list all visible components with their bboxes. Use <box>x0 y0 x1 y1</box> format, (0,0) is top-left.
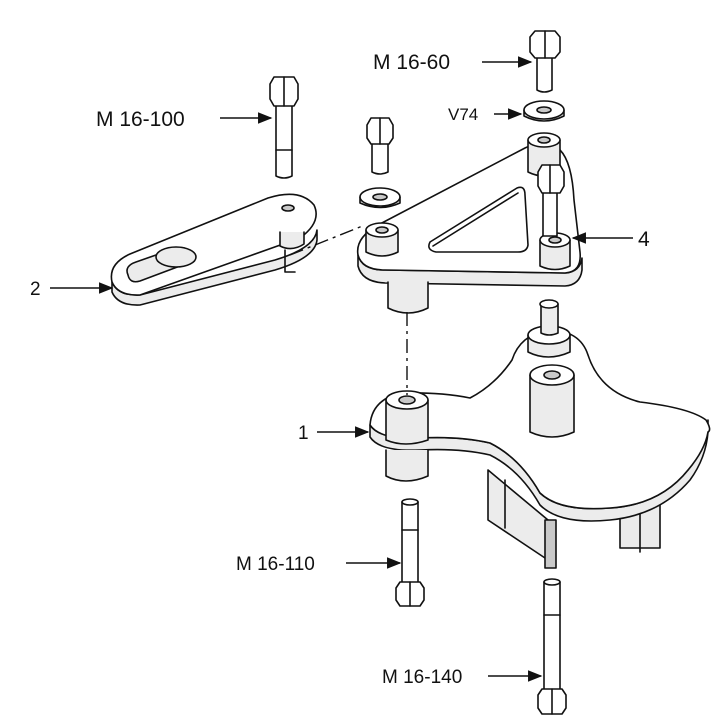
label-v74: V74 <box>448 105 478 124</box>
small-bolt <box>366 117 394 175</box>
washer-v74 <box>523 100 565 122</box>
triangular-bracket-part-4 <box>356 132 583 314</box>
base-plate-part-1 <box>369 299 711 569</box>
label-part-1: 1 <box>298 423 309 444</box>
label-m16-100: M 16-100 <box>96 108 185 131</box>
assembly-centerlines <box>289 224 408 395</box>
label-m16-110: M 16-110 <box>236 554 315 575</box>
washer <box>359 187 401 209</box>
leader-lines <box>50 56 633 682</box>
label-part-2: 2 <box>30 279 41 300</box>
bolt-m16-140 <box>537 578 567 715</box>
label-m16-140: M 16-140 <box>382 667 462 688</box>
bolt-m16-110 <box>395 498 425 607</box>
label-m16-60: M 16-60 <box>373 51 450 74</box>
slotted-link-part-2 <box>110 193 318 306</box>
bolt-m16-60 <box>529 30 561 93</box>
label-part-4: 4 <box>638 228 650 251</box>
bolt-m16-100 <box>269 76 299 179</box>
